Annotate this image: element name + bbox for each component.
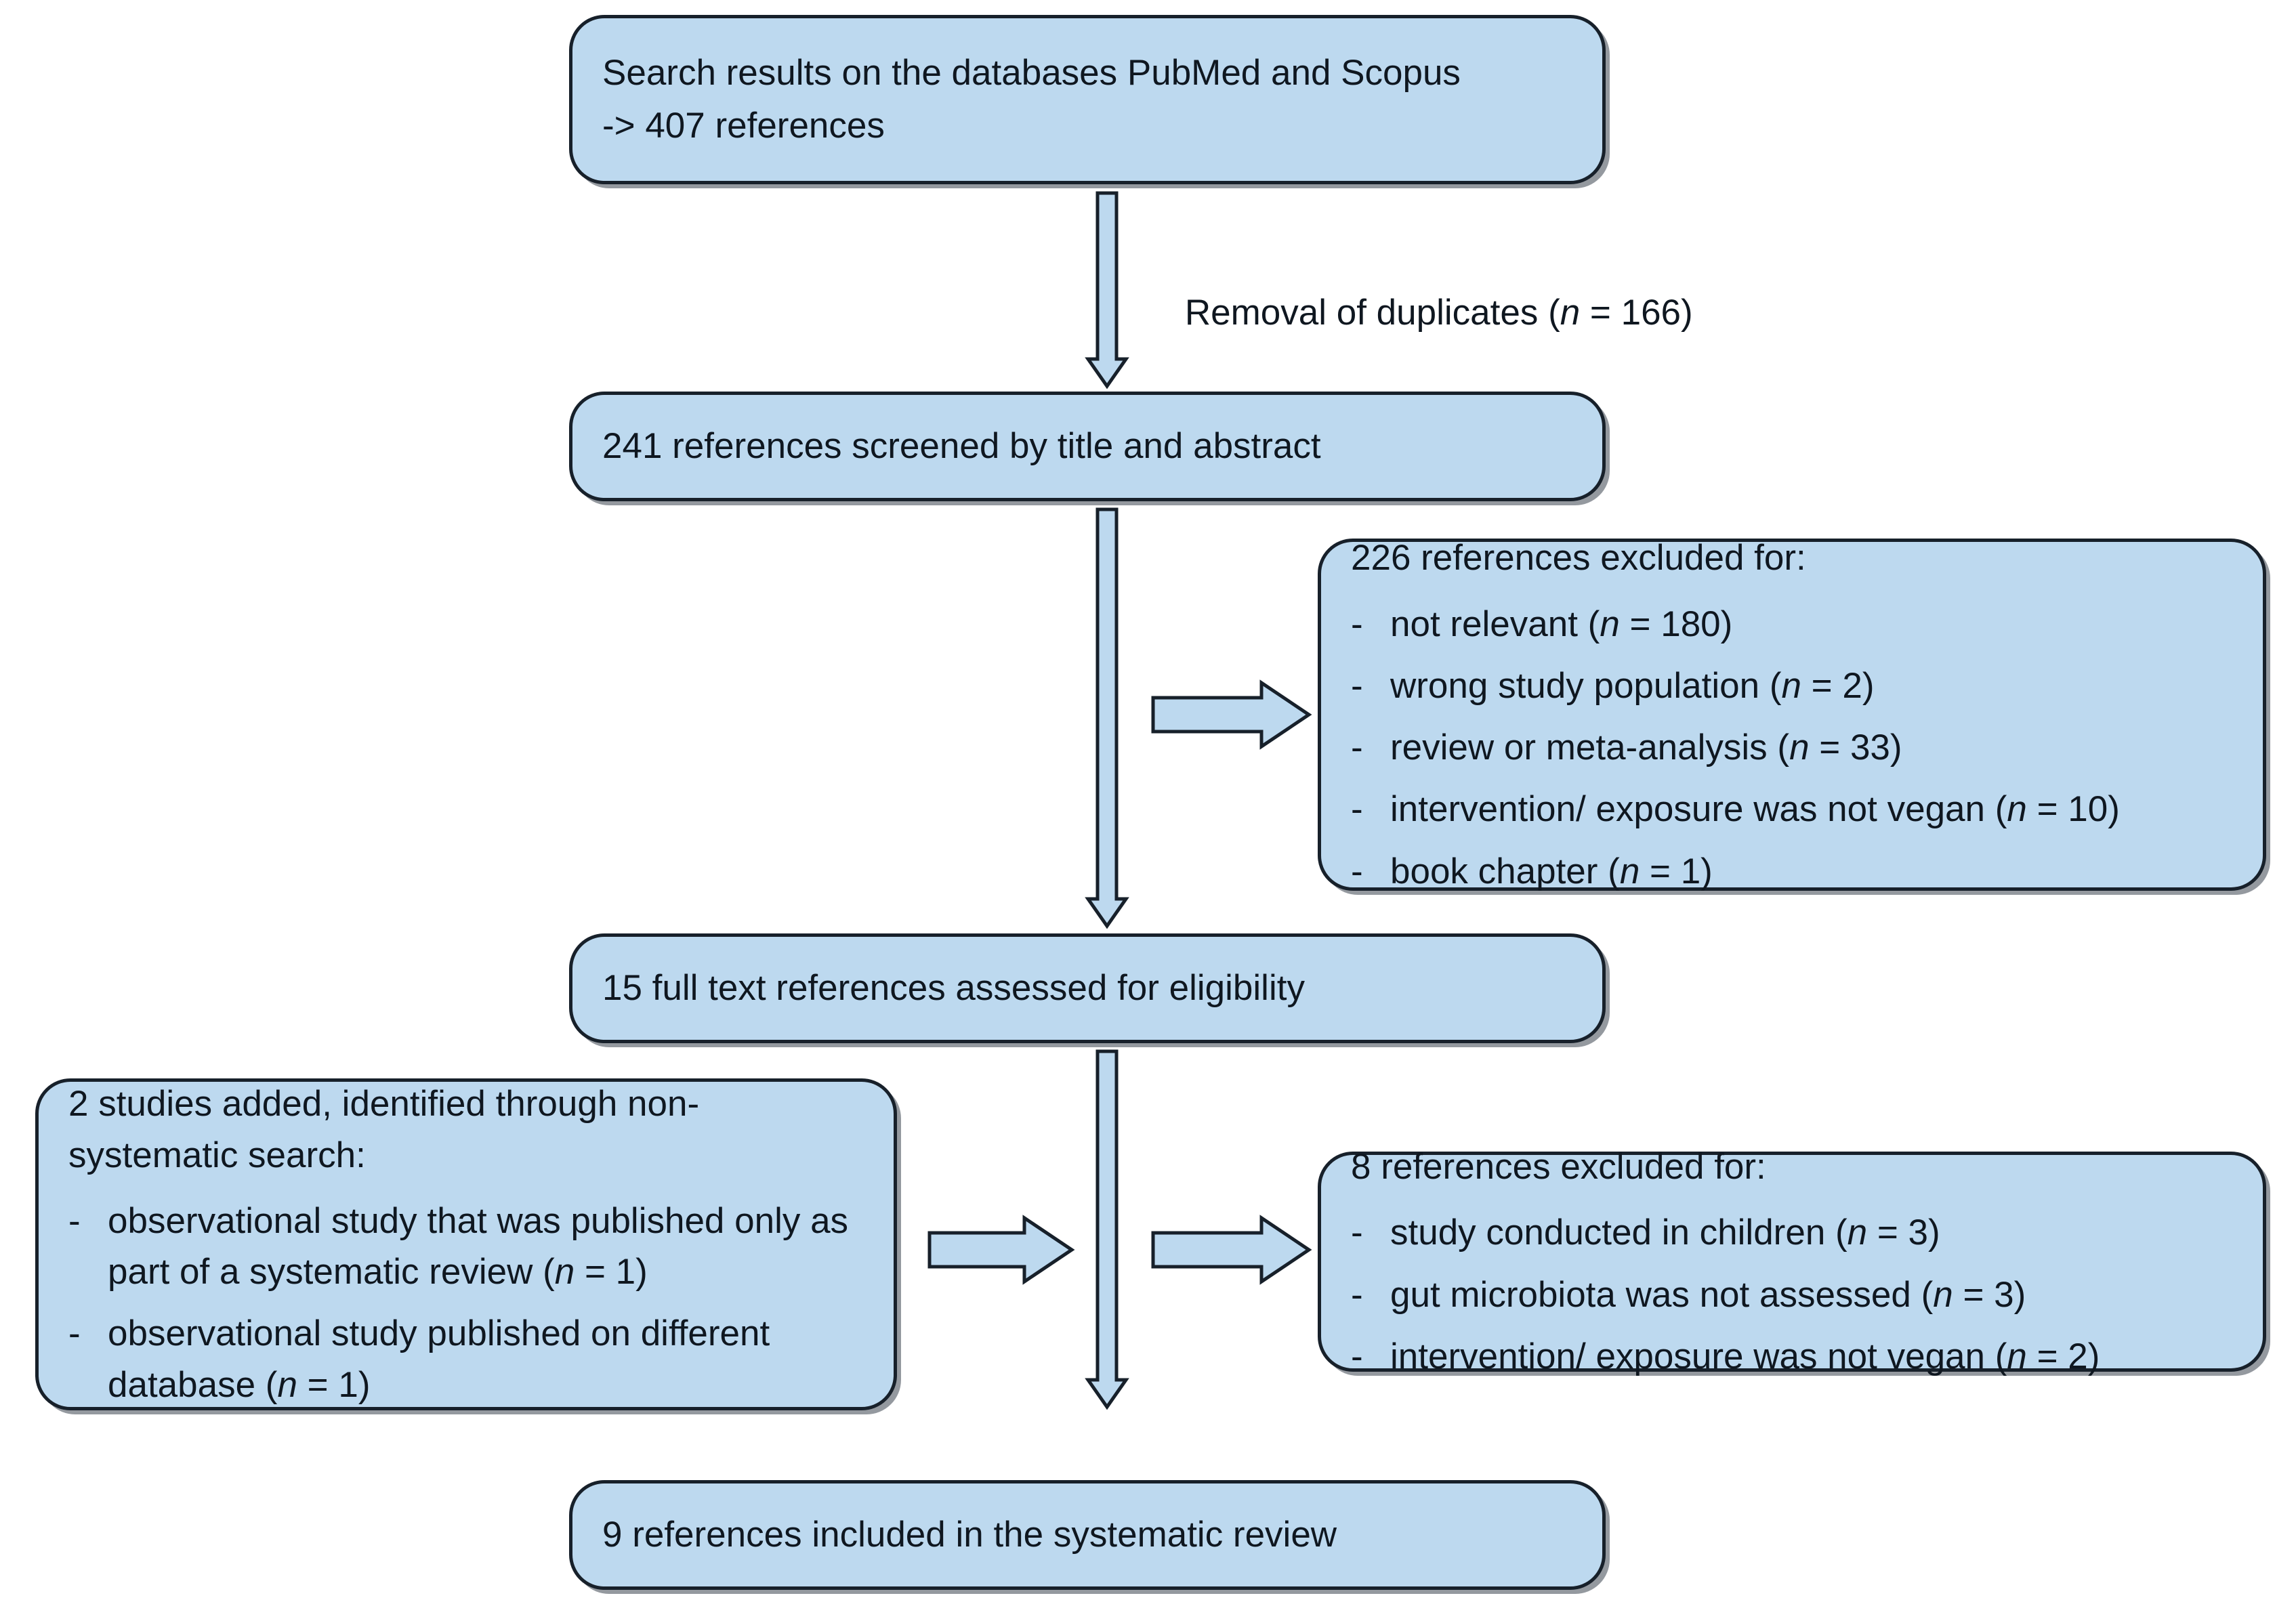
right-arrow-to-excluded-8: [1151, 1213, 1312, 1287]
bullet-n-symbol: n: [1789, 728, 1810, 767]
list-item: - observational study published on diffe…: [68, 1308, 864, 1410]
search-results-line-1: Search results on the databases PubMed a…: [602, 52, 1461, 93]
list-item: - intervention/ exposure was not vegan (…: [1351, 1331, 2233, 1382]
right-arrow-added-studies-to-flow: [927, 1213, 1075, 1287]
down-arrow-search-to-screened: [1084, 191, 1131, 390]
bullet-dash-icon: -: [1351, 851, 1363, 891]
bullet-text: intervention/ exposure was not vegan (n …: [1390, 1331, 2233, 1382]
added-studies-bullet-list: - observational study that was published…: [68, 1185, 864, 1410]
bullet-n-symbol: n: [1600, 604, 1620, 644]
included-line-1: 9 references included in the systematic …: [602, 1514, 1337, 1555]
excluded-8-bullet-list: - study conducted in children (n = 3) - …: [1351, 1196, 2233, 1382]
down-arrow-screened-to-fulltext: [1084, 507, 1131, 929]
bullet-n-symbol: n: [277, 1364, 297, 1405]
box-added-studies: 2 studies added, identified through non-…: [35, 1078, 897, 1410]
excluded-226-bullet-list: - not relevant (n = 180) - wrong study p…: [1351, 588, 2233, 897]
bullet-text: study conducted in children (n = 3): [1390, 1207, 2233, 1258]
label-removal-of-duplicates: Removal of duplicates (n = 166): [1145, 251, 1693, 375]
bullet-dash-icon: -: [1351, 604, 1363, 644]
list-item: - gut microbiota was not assessed (n = 3…: [1351, 1269, 2233, 1320]
screened-line-1: 241 references screened by title and abs…: [602, 425, 1321, 466]
list-item: - observational study that was published…: [68, 1196, 864, 1298]
bullet-text-after: = 3): [1867, 1213, 1940, 1253]
bullet-dash-icon: -: [68, 1200, 81, 1241]
search-results-line-2: -> 407 references: [602, 106, 885, 146]
list-item: - review or meta-analysis (n = 33): [1351, 722, 2233, 773]
bullet-dash-icon: -: [1351, 1336, 1363, 1376]
excluded-226-heading: 226 references excluded for:: [1351, 538, 1806, 578]
list-item: - wrong study population (n = 2): [1351, 660, 2233, 711]
bullet-text-after: = 10): [2026, 789, 2120, 830]
bullet-n-symbol: n: [554, 1252, 575, 1292]
bullet-text-before: observational study that was published o…: [108, 1200, 849, 1292]
added-studies-heading-line-2: systematic search:: [68, 1135, 366, 1175]
full-text-line-1: 15 full text references assessed for eli…: [602, 967, 1305, 1008]
bullet-n-symbol: n: [1781, 665, 1801, 706]
bullet-text-before: gut microbiota was not assessed (: [1390, 1274, 1934, 1315]
bullet-dash-icon: -: [1351, 789, 1363, 830]
bullet-text-after: = 2): [1801, 665, 1875, 706]
bullet-text-after: = 2): [2026, 1336, 2100, 1376]
bullet-text-after: = 180): [1619, 604, 1733, 644]
box-excluded-226: 226 references excluded for: - not relev…: [1318, 538, 2266, 891]
down-arrow-fulltext-to-included: [1084, 1049, 1131, 1410]
bullet-text: observational study published on differe…: [108, 1308, 864, 1410]
box-full-text-eligibility: 15 full text references assessed for eli…: [569, 933, 1606, 1043]
list-item: - study conducted in children (n = 3): [1351, 1207, 2233, 1258]
list-item: - intervention/ exposure was not vegan (…: [1351, 784, 2233, 835]
box-excluded-8: 8 references excluded for: - study condu…: [1318, 1147, 2266, 1376]
removal-duplicates-n: n: [1560, 293, 1581, 333]
added-studies-heading-line-1: 2 studies added, identified through non-: [68, 1084, 700, 1124]
bullet-text-before: study conducted in children (: [1390, 1213, 1848, 1253]
bullet-dash-icon: -: [1351, 665, 1363, 706]
box-search-results: Search results on the databases PubMed a…: [569, 15, 1606, 184]
bullet-text: wrong study population (n = 2): [1390, 660, 2233, 711]
box-included-final: 9 references included in the systematic …: [569, 1480, 1606, 1590]
right-arrow-to-excluded-226: [1151, 677, 1312, 752]
bullet-text: intervention/ exposure was not vegan (n …: [1390, 784, 2233, 835]
bullet-text: observational study that was published o…: [108, 1196, 864, 1298]
bullet-n-symbol: n: [2007, 1336, 2027, 1376]
excluded-8-heading: 8 references excluded for:: [1351, 1147, 1766, 1187]
bullet-dash-icon: -: [1351, 1213, 1363, 1253]
bullet-dash-icon: -: [68, 1313, 81, 1354]
bullet-n-symbol: n: [1847, 1213, 1868, 1253]
bullet-text-after: = 3): [1953, 1274, 2026, 1315]
bullet-text-before: review or meta-analysis (: [1390, 728, 1790, 767]
list-item: - not relevant (n = 180): [1351, 599, 2233, 650]
removal-duplicates-text-before: Removal of duplicates (: [1184, 293, 1560, 333]
bullet-dash-icon: -: [1351, 728, 1363, 767]
bullet-text: book chapter (n = 1): [1390, 846, 2233, 897]
removal-duplicates-text-after: = 166): [1580, 293, 1693, 333]
bullet-text-after: = 1): [1640, 851, 1713, 891]
bullet-n-symbol: n: [1619, 851, 1640, 891]
bullet-text: not relevant (n = 180): [1390, 599, 2233, 650]
bullet-text: gut microbiota was not assessed (n = 3): [1390, 1269, 2233, 1320]
list-item: - book chapter (n = 1): [1351, 846, 2233, 897]
bullet-text-after: = 33): [1809, 728, 1902, 767]
box-screened-241: 241 references screened by title and abs…: [569, 392, 1606, 501]
bullet-text: review or meta-analysis (n = 33): [1390, 722, 2233, 773]
bullet-text-after: = 1): [575, 1252, 648, 1292]
bullet-text-before: wrong study population (: [1390, 665, 1782, 706]
bullet-text-after: = 1): [297, 1364, 371, 1405]
bullet-n-symbol: n: [2007, 789, 2027, 830]
bullet-text-before: observational study published on differe…: [108, 1313, 770, 1405]
bullet-text-before: intervention/ exposure was not vegan (: [1390, 1336, 2007, 1376]
bullet-text-before: not relevant (: [1390, 604, 1600, 644]
bullet-text-before: intervention/ exposure was not vegan (: [1390, 789, 2007, 830]
bullet-text-before: book chapter (: [1390, 851, 1620, 891]
bullet-dash-icon: -: [1351, 1274, 1363, 1315]
bullet-n-symbol: n: [1933, 1274, 1953, 1315]
